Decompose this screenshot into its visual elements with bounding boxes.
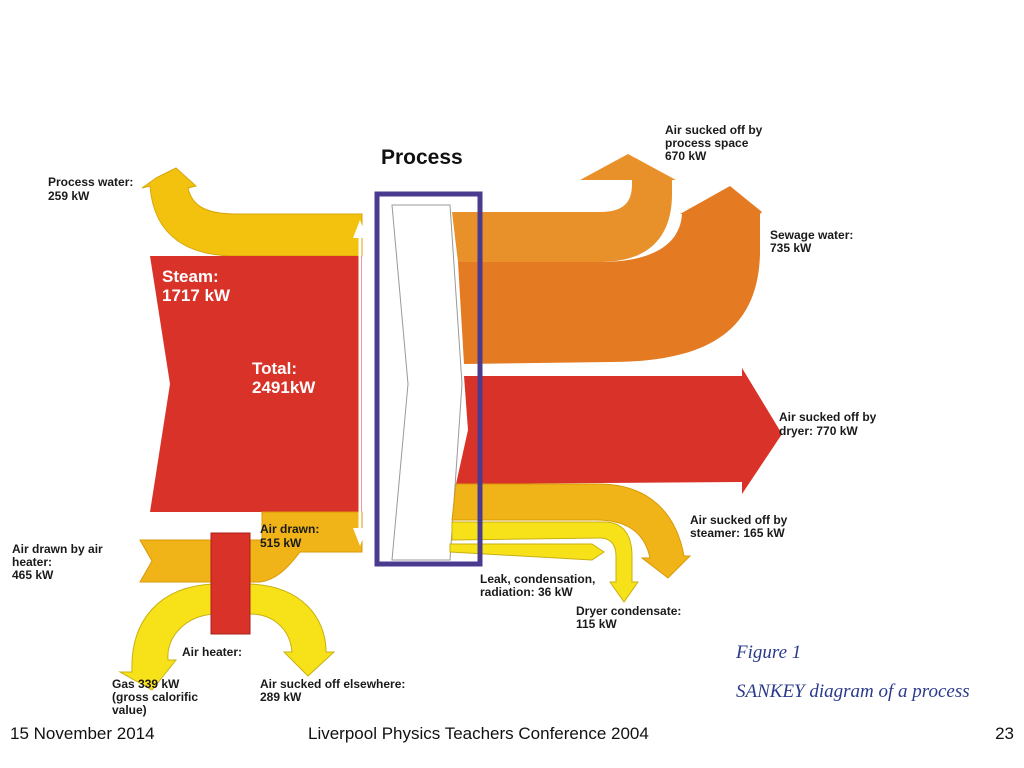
- leak-flow: [449, 543, 605, 561]
- footer-date: 15 November 2014: [10, 724, 155, 743]
- air-elsewhere-flow: [249, 583, 336, 677]
- leak-label: Leak, condensation, radiation: 36 kW: [480, 572, 599, 599]
- process-water-flow: [141, 167, 363, 257]
- total-label: Total: 2491kW: [252, 359, 316, 397]
- process-title: Process: [381, 146, 463, 169]
- total-arrow: [353, 220, 367, 546]
- steamer-label: Air sucked off by steamer: 165 kW: [690, 513, 791, 540]
- process-box: [374, 191, 483, 567]
- condensate-label: Dryer condensate: 115 kW: [576, 604, 685, 631]
- dryer-flow: [456, 368, 782, 494]
- sewage-label: Sewage water: 735 kW: [770, 228, 857, 255]
- gas-flow: [118, 583, 215, 691]
- footer-page-number: 23: [995, 724, 1014, 743]
- steam-flow: [150, 256, 362, 512]
- air-elsewhere-label: Air sucked off elsewhere: 289 kW: [260, 677, 409, 704]
- dryer-label: Air sucked off by dryer: 770 kW: [779, 410, 880, 438]
- process-water-label: Process water: 259 kW: [48, 175, 137, 203]
- process-space-flow: [452, 154, 676, 262]
- figure-number: Figure 1: [735, 642, 801, 663]
- air-heater-block: [210, 532, 251, 635]
- sewage-flow: [458, 186, 762, 364]
- steam-label: Steam: 1717 kW: [162, 267, 231, 305]
- footer-conference: Liverpool Physics Teachers Conference 20…: [308, 724, 649, 743]
- air-heater-input-label: Air drawn by air heater: 465 kW: [12, 542, 106, 582]
- process-space-label: Air sucked off by process space 670 kW: [665, 123, 766, 163]
- air-drawn-flow: [139, 511, 363, 583]
- condensate-flow: [451, 521, 639, 603]
- steamer-flow: [451, 483, 692, 579]
- process-interior: [391, 204, 463, 561]
- gas-label: Gas 339 kW (gross calorific value): [112, 677, 201, 717]
- figure-caption: SANKEY diagram of a process: [736, 681, 970, 702]
- air-heater-label: Air heater:: [182, 645, 242, 659]
- air-drawn-label: Air drawn: 515 kW: [260, 522, 323, 550]
